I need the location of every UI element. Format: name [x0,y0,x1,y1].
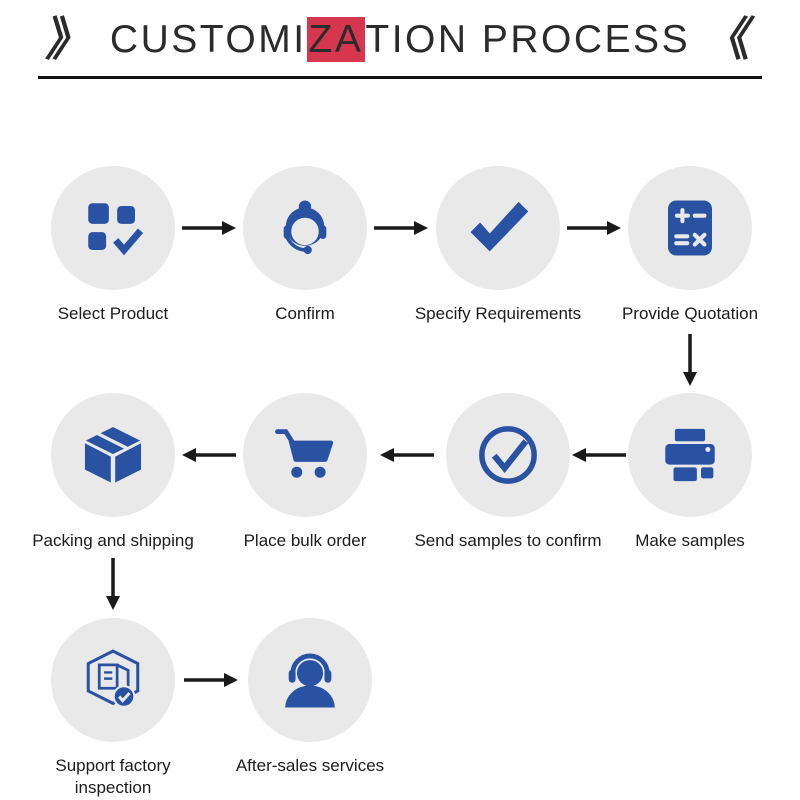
step-circle [628,393,752,517]
step-label: Make samples [635,531,745,550]
step-circle [436,166,560,290]
step-label: Select Product [57,304,169,323]
step-label: Send samples to confirm [414,531,602,550]
chevrons-left-icon: 》 [43,13,99,65]
step-packing-and-shipping: Packing and shipping [13,393,213,552]
arrow-down-icon [105,558,121,610]
title-part1: CUSTOMI [109,17,307,61]
step-label: Provide Quotation [621,304,759,323]
arrow-right-icon [374,220,428,236]
step-circle [51,618,175,742]
step-provide-quotation: Provide Quotation [590,166,790,325]
printer-icon [665,428,715,482]
arrow-right-icon [182,220,236,236]
arrow-left-icon [380,447,434,463]
chevrons-right-icon: 《 [701,13,757,65]
arrow-left-icon [182,447,236,463]
title-divider [38,76,762,79]
step-circle [51,393,175,517]
arrow-right-icon [567,220,621,236]
step-specify-requirements: Specify Requirements [398,166,598,325]
shipping-box-icon [82,425,144,486]
step-label: Specify Requirements [414,304,582,323]
step-circle [248,618,372,742]
headset-person-icon [285,653,335,708]
step-label: Support factory inspection [55,756,171,798]
step-place-bulk-order: Place bulk order [205,393,405,552]
arrow-right-icon [184,672,238,688]
step-circle [628,166,752,290]
step-select-product: Select Product [13,166,213,325]
support-agent-icon [283,200,327,255]
step-support-factory-inspection: Support factory inspection [13,618,213,799]
step-confirm: Confirm [205,166,405,325]
step-circle [446,393,570,517]
step-label: Place bulk order [243,531,367,550]
shopping-cart-icon [275,429,334,478]
step-circle [243,166,367,290]
step-label: After-sales services [235,756,385,775]
arrow-left-icon [572,447,626,463]
step-make-samples: Make samples [590,393,790,552]
page-title: 》 CUSTOMIZATION PROCESS 《 [0,10,800,68]
step-after-sales-services: After-sales services [210,618,410,777]
step-label: Packing and shipping [32,531,194,550]
checkmark-icon [470,201,529,252]
step-circle [51,166,175,290]
step-circle [243,393,367,517]
factory-inspection-icon [86,649,140,708]
title-highlight: ZA [306,16,366,62]
calculator-icon [668,200,712,256]
step-label: Confirm [275,304,335,323]
title-part2: TION PROCESS [365,17,691,61]
circle-check-icon [479,426,537,484]
title-text: CUSTOMIZATION PROCESS [109,16,691,62]
arrow-down-icon [682,334,698,386]
step-send-samples-to-confirm: Send samples to confirm [408,393,608,552]
product-grid-icon [88,203,144,256]
